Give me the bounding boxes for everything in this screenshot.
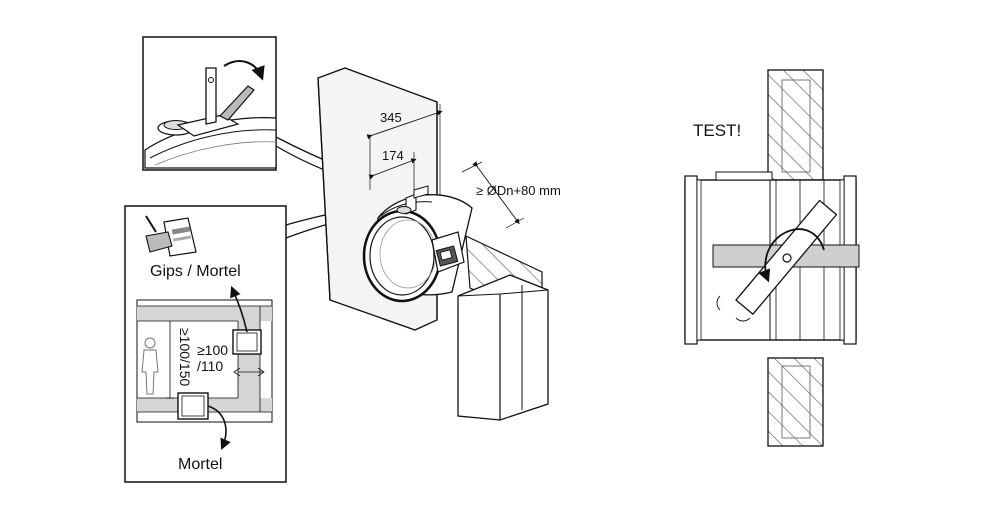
front-wall-section: [457, 274, 549, 421]
upper-wall-block: [767, 69, 824, 181]
dim-diameter-label: ≥ ØDn+80 mm: [476, 183, 561, 198]
dimension-345: 345: [366, 104, 443, 196]
dim-right-bottom-label: /110: [197, 358, 223, 374]
test-duct: [684, 171, 860, 345]
dimension-diameter: ≥ ØDn+80 mm: [461, 161, 561, 229]
main-view: 345 174 ≥ ØDn+80 mm: [317, 67, 561, 421]
test-label: TEST!: [693, 121, 741, 140]
blade-rotation-arrow-icon: [758, 228, 825, 283]
person-icon: [141, 337, 159, 395]
damper-duct: [362, 185, 473, 303]
gips-mortel-label: Gips / Mortel: [150, 263, 241, 280]
dim-right-top-label: ≥100: [197, 342, 228, 358]
test-view: TEST!: [684, 69, 860, 447]
dim-174-label: 174: [382, 148, 404, 163]
lower-wall-block: [767, 357, 824, 447]
dimension-174: 174: [368, 148, 417, 190]
bottom-inset-panel: Gips / Mortel ≥100/150: [124, 205, 287, 483]
mortel-label: Mortel: [178, 456, 222, 473]
dim-345-label: 345: [380, 110, 402, 125]
bracket-rotate-icon: [144, 60, 277, 169]
top-inset-panel: [142, 36, 277, 171]
dim-vertical-label: ≥100/150: [177, 328, 193, 387]
mortar-trowel-icon: [145, 215, 197, 257]
